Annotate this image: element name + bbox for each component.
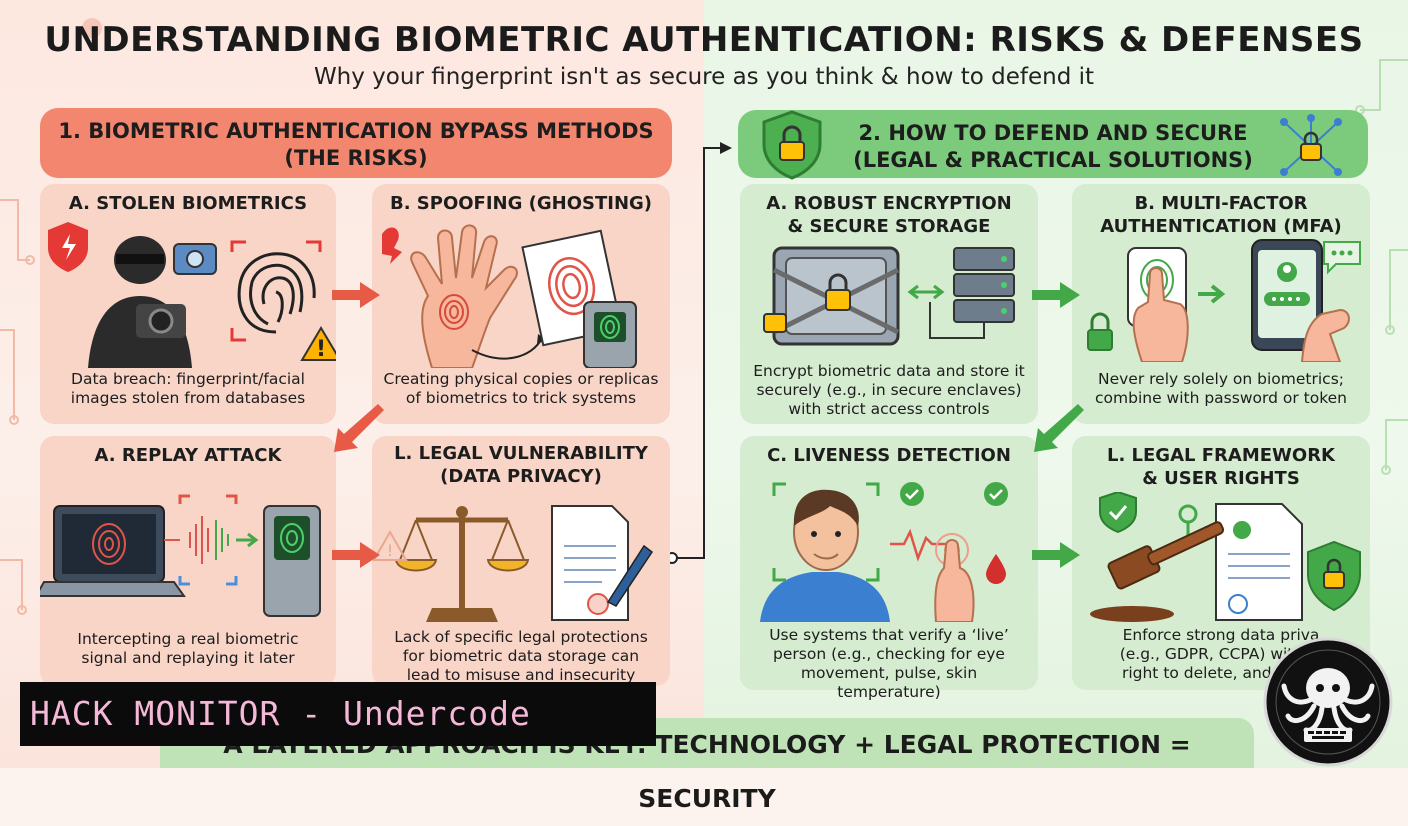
card-description: Never rely solely on biometrics; combine… xyxy=(1095,370,1347,407)
card-description: Enforce strong data priva (e.g., GDPR, C… xyxy=(1119,626,1323,682)
defenses-banner: 2. HOW TO DEFEND AND SECURE (LEGAL & PRA… xyxy=(738,110,1368,178)
card-heading: L. LEGAL VULNERABILITY (DATA PRIVACY) xyxy=(394,443,648,487)
risk-card-replay-attack: A. REPLAY ATTACK Intercepting a real bio… xyxy=(40,436,336,686)
card-heading: A. REPLAY ATTACK xyxy=(94,445,282,466)
risks-banner: 1. BIOMETRIC AUTHENTICATION BYPASS METHO… xyxy=(40,108,672,178)
risk-card-spoofing: B. SPOOFING (GHOSTING) Creating physical… xyxy=(372,184,670,424)
network-lock-icon xyxy=(1280,114,1342,176)
risk-card-legal-vulnerability: L. LEGAL VULNERABILITY (DATA PRIVACY) ! … xyxy=(372,436,670,686)
defense-card-encryption: A. ROBUST ENCRYPTION & SECURE STORAGE En… xyxy=(740,184,1038,424)
shield-lock-icon xyxy=(762,110,822,180)
fingerprint-phone-icon xyxy=(1087,239,1361,362)
laptop-signal-scanner-icon xyxy=(40,494,321,617)
card-description: Use systems that verify a ‘live’ person … xyxy=(769,626,1009,701)
arrow-down-left-icon xyxy=(1034,404,1084,452)
defenses-banner-line2: (LEGAL & PRACTICAL SOLUTIONS) xyxy=(853,148,1253,172)
card-heading: A. STOLEN BIOMETRICS xyxy=(68,193,308,214)
page-title: UNDERSTANDING BIOMETRIC AUTHENTICATION: … xyxy=(44,20,1364,60)
risks-banner-line1: 1. BIOMETRIC AUTHENTICATION BYPASS METHO… xyxy=(58,119,654,143)
svg-text:!: ! xyxy=(387,541,393,560)
arrow-down-left-icon xyxy=(334,404,384,452)
page-subtitle: Why your fingerprint isn't as secure as … xyxy=(313,64,1095,90)
watermark-banner: HACK MONITOR - Undercode xyxy=(20,682,656,746)
card-heading: B. SPOOFING (GHOSTING) xyxy=(389,193,653,214)
card-heading: C. LIVENESS DETECTION xyxy=(767,445,1011,466)
arrow-right-icon xyxy=(332,282,380,308)
arrow-right-icon xyxy=(332,542,380,568)
card-description: Lack of specific legal protections for b… xyxy=(394,628,648,684)
octopus-logo-icon xyxy=(1263,637,1393,767)
card-description: Encrypt biometric data and store it secu… xyxy=(753,362,1025,418)
card-heading: B. MULTI-FACTOR AUTHENTICATION (MFA) xyxy=(1100,193,1342,237)
fake-hand-fingerprint-icon xyxy=(382,224,637,368)
scales-document-icon: ! xyxy=(372,505,654,622)
defense-card-legal-framework: L. LEGAL FRAMEWORK & USER RIGHTS Enforce… xyxy=(1072,436,1370,690)
defenses-banner-line1: 2. HOW TO DEFEND AND SECURE xyxy=(858,121,1248,145)
arrow-right-icon xyxy=(1032,282,1080,308)
card-heading: L. LEGAL FRAMEWORK & USER RIGHTS xyxy=(1106,445,1336,489)
liveness-face-icon xyxy=(760,482,1008,622)
gavel-document-icon xyxy=(1090,492,1361,622)
card-heading: A. ROBUST ENCRYPTION & SECURE STORAGE xyxy=(766,193,1012,237)
card-description: Intercepting a real biometric signal and… xyxy=(77,630,299,667)
arrow-right-icon xyxy=(1032,542,1080,568)
risks-banner-line2: (THE RISKS) xyxy=(284,146,428,170)
defense-card-liveness: C. LIVENESS DETECTION Use systems that v… xyxy=(740,436,1038,701)
connector-line xyxy=(666,142,732,564)
thief-camera-icon: ! xyxy=(48,222,336,368)
vault-server-icon xyxy=(763,246,1015,346)
card-description: Data breach: fingerprint/facial images s… xyxy=(70,370,306,407)
risk-card-stolen-biometrics: A. STOLEN BIOMETRICS ! Data breach: fing… xyxy=(40,184,336,424)
circuit-decoration xyxy=(0,18,1408,615)
card-description: Creating physical copies or replicas of … xyxy=(383,370,659,407)
svg-text:!: ! xyxy=(316,337,326,362)
defense-card-mfa: B. MULTI-FACTOR AUTHENTICATION (MFA) Nev… xyxy=(1072,184,1370,424)
